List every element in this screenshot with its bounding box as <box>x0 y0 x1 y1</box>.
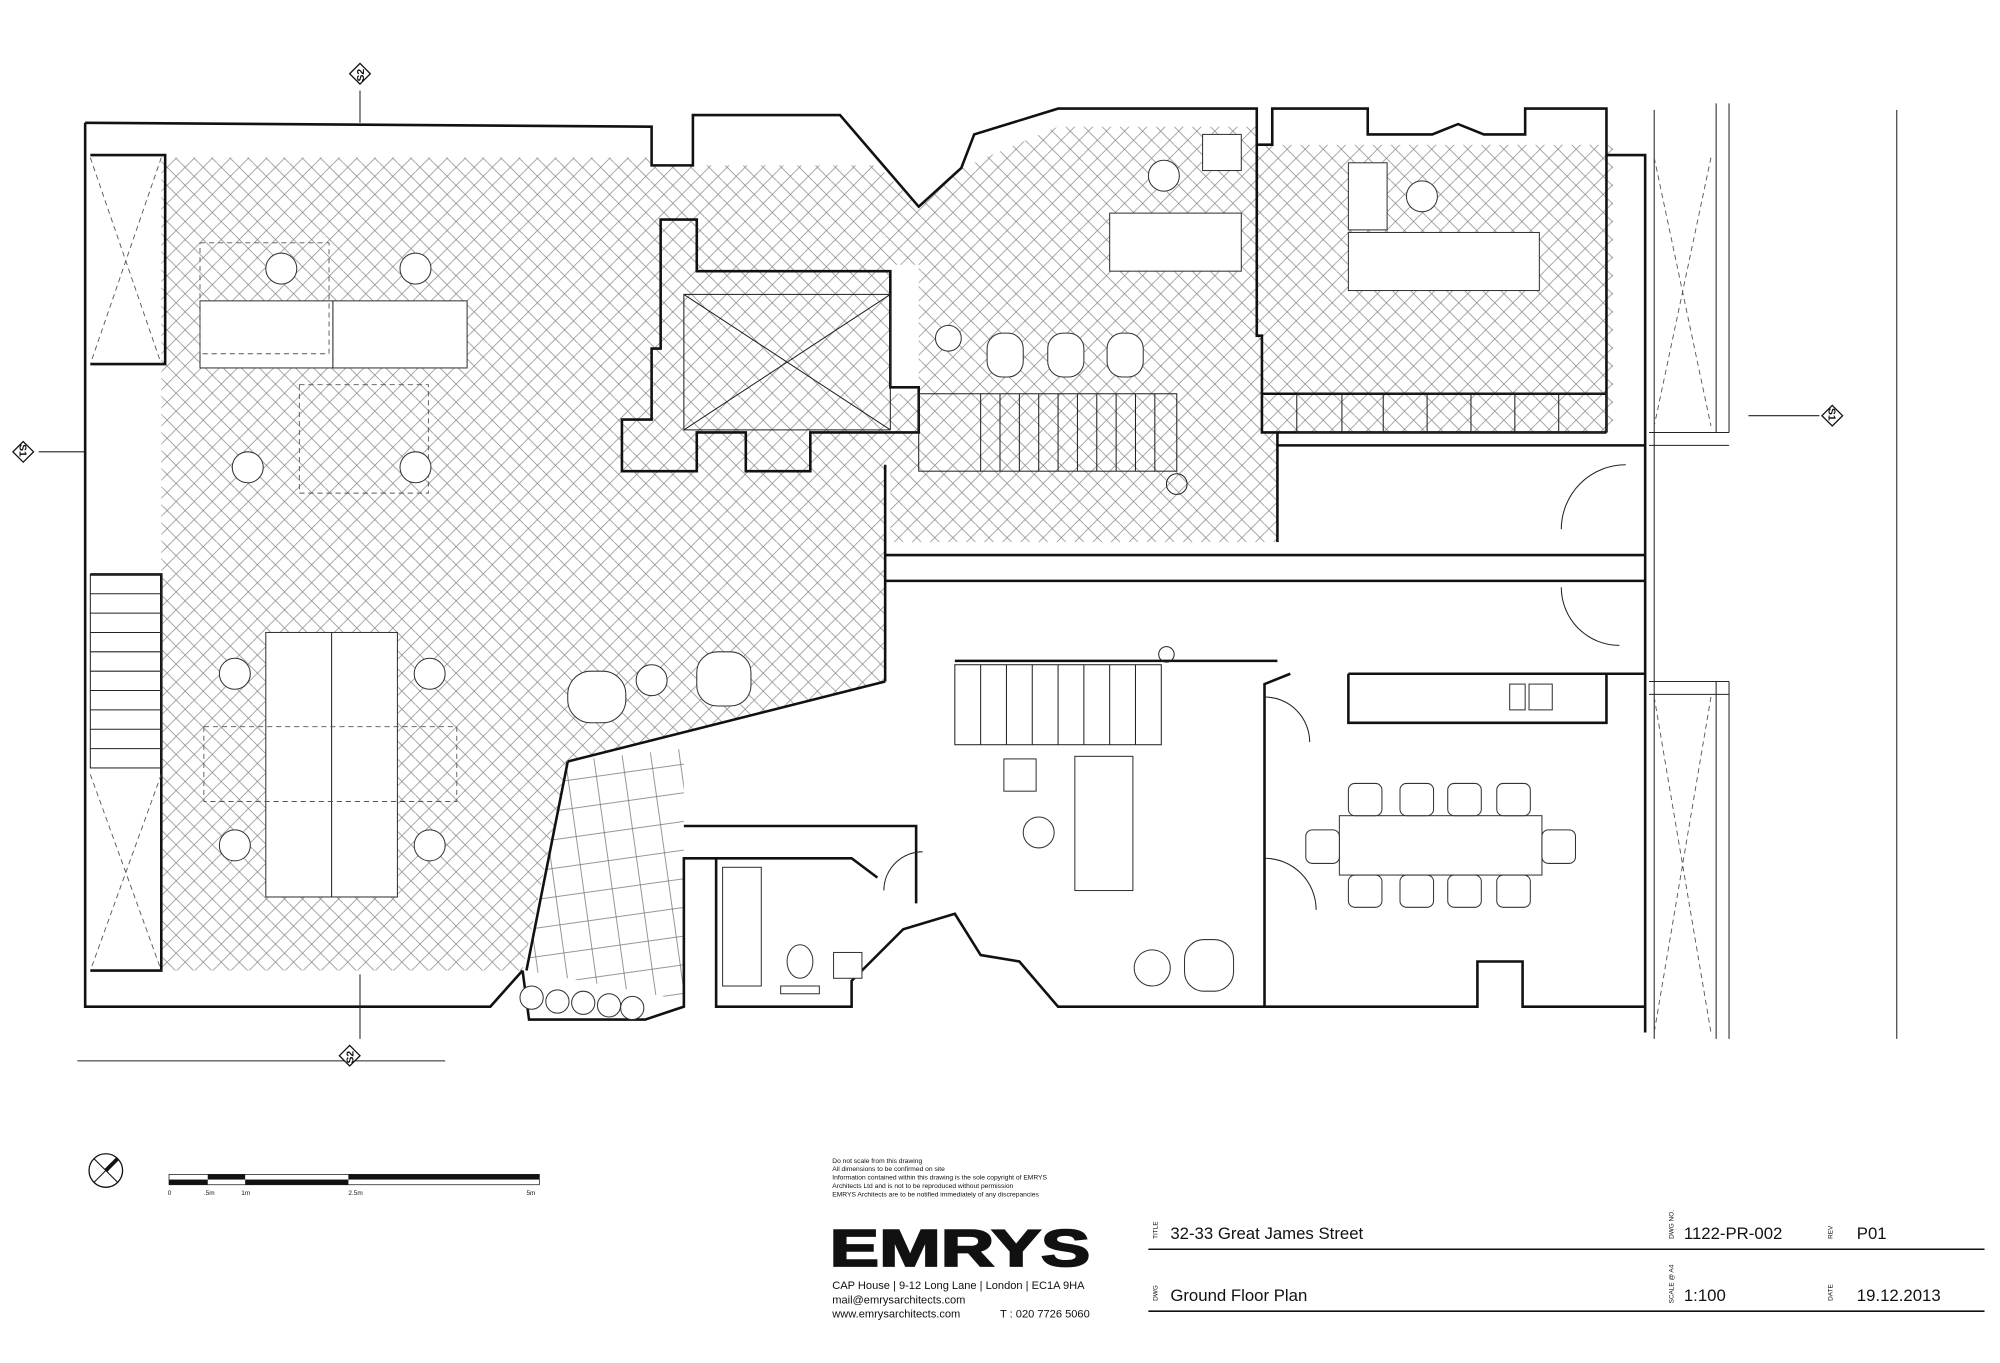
kitchen-wall <box>1263 672 1646 1007</box>
section-marker-s1-west: S1 <box>11 440 35 464</box>
chimney-block <box>620 218 920 473</box>
floor-plan: S1 S1 S2 S2 <box>11 62 1898 1067</box>
office-phone: T : 020 7726 5060 <box>1000 1309 1090 1321</box>
svg-text:All dimensions to be confirmed: All dimensions to be confirmed on site <box>832 1166 945 1173</box>
planters <box>519 985 645 1021</box>
project-title: 32-33 Great James Street <box>1170 1224 1363 1243</box>
drawing-number: 1122-PR-002 <box>1684 1224 1782 1243</box>
staircase-basement <box>89 573 162 769</box>
drawing-scale: 1:100 <box>1684 1286 1726 1305</box>
storage-units <box>1296 393 1607 433</box>
section-lines <box>38 90 1820 1062</box>
svg-text:0: 0 <box>168 1190 172 1197</box>
chair <box>231 451 264 484</box>
svg-text:Information contained within t: Information contained within this drawin… <box>832 1175 1047 1182</box>
staircase-upper <box>918 393 1188 495</box>
svg-text:S1: S1 <box>1825 408 1836 421</box>
dining-area <box>1133 683 1576 992</box>
bathroom-wall <box>683 824 918 904</box>
chair <box>413 829 446 862</box>
outer-wall-south <box>83 122 1646 1021</box>
lightwell-cross <box>89 157 1712 1033</box>
chair <box>265 252 298 285</box>
street-lines <box>1649 103 1898 1039</box>
void-cross <box>683 293 891 431</box>
corridor-wall <box>883 432 1646 682</box>
svg-text:SCALE @ A4: SCALE @ A4 <box>1669 1264 1676 1303</box>
office-email[interactable]: mail@emrysarchitects.com <box>832 1294 965 1306</box>
void <box>683 293 891 431</box>
scale-bar: 0 .5m 1m 2.5m 5m <box>168 1174 540 1197</box>
svg-text:S2: S2 <box>356 69 367 82</box>
desk-cluster-north <box>199 242 468 494</box>
floor-herringbone-right <box>890 126 1613 543</box>
revision: P01 <box>1857 1224 1887 1243</box>
svg-text:S2: S2 <box>346 1051 357 1064</box>
svg-text:Do not scale from this drawing: Do not scale from this drawing <box>832 1158 922 1165</box>
chair <box>399 451 432 484</box>
section-marker-s1-east: S1 <box>1821 404 1844 427</box>
chair <box>413 657 446 690</box>
drawing-notes: Do not scale from this drawing All dimen… <box>832 1158 1047 1199</box>
svg-text:2.5m: 2.5m <box>348 1190 362 1197</box>
study-desk <box>1003 755 1134 892</box>
chair <box>399 252 432 285</box>
office-address: CAP House | 9-12 Long Lane | London | EC… <box>832 1280 1085 1292</box>
chair <box>218 657 251 690</box>
svg-text:REV: REV <box>1827 1225 1834 1239</box>
staircase-lower <box>954 646 1175 746</box>
svg-text:1m: 1m <box>241 1190 250 1197</box>
north-arrow <box>88 1153 124 1188</box>
section-marker-s2-south: S2 <box>338 1044 361 1067</box>
lounge-seating <box>567 651 752 724</box>
door-swing <box>883 464 1626 910</box>
office-desks-north <box>934 133 1540 378</box>
chair <box>218 829 251 862</box>
svg-text:5m: 5m <box>526 1190 535 1197</box>
floor-tiles-terrace <box>526 748 684 1001</box>
svg-text:EMRYS Architects are to be not: EMRYS Architects are to be notified imme… <box>832 1191 1039 1198</box>
svg-text:DATE: DATE <box>1827 1283 1834 1300</box>
title-block: TITLE 32-33 Great James Street DWG NO. 1… <box>1148 1210 1985 1312</box>
svg-text:DWG: DWG <box>1152 1285 1159 1301</box>
bathroom <box>722 866 863 995</box>
emrys-logo: EMRYS <box>830 1219 1091 1277</box>
office-website[interactable]: www.emrysarchitects.com <box>831 1309 960 1321</box>
svg-text:TITLE: TITLE <box>1152 1221 1159 1239</box>
internal-wall <box>90 153 167 972</box>
section-marker-s2-north: S2 <box>348 62 372 85</box>
svg-text:S1: S1 <box>16 444 27 457</box>
svg-text:.5m: .5m <box>204 1190 215 1197</box>
desk-cluster-south <box>203 631 458 898</box>
svg-text:DWG NO.: DWG NO. <box>1669 1210 1676 1239</box>
drawing-date: 19.12.2013 <box>1857 1286 1941 1305</box>
outer-wall <box>85 107 1647 1033</box>
svg-text:Architects Ltd and is not to b: Architects Ltd and is not to be reproduc… <box>832 1183 1013 1190</box>
drawing-title: Ground Floor Plan <box>1170 1286 1307 1305</box>
